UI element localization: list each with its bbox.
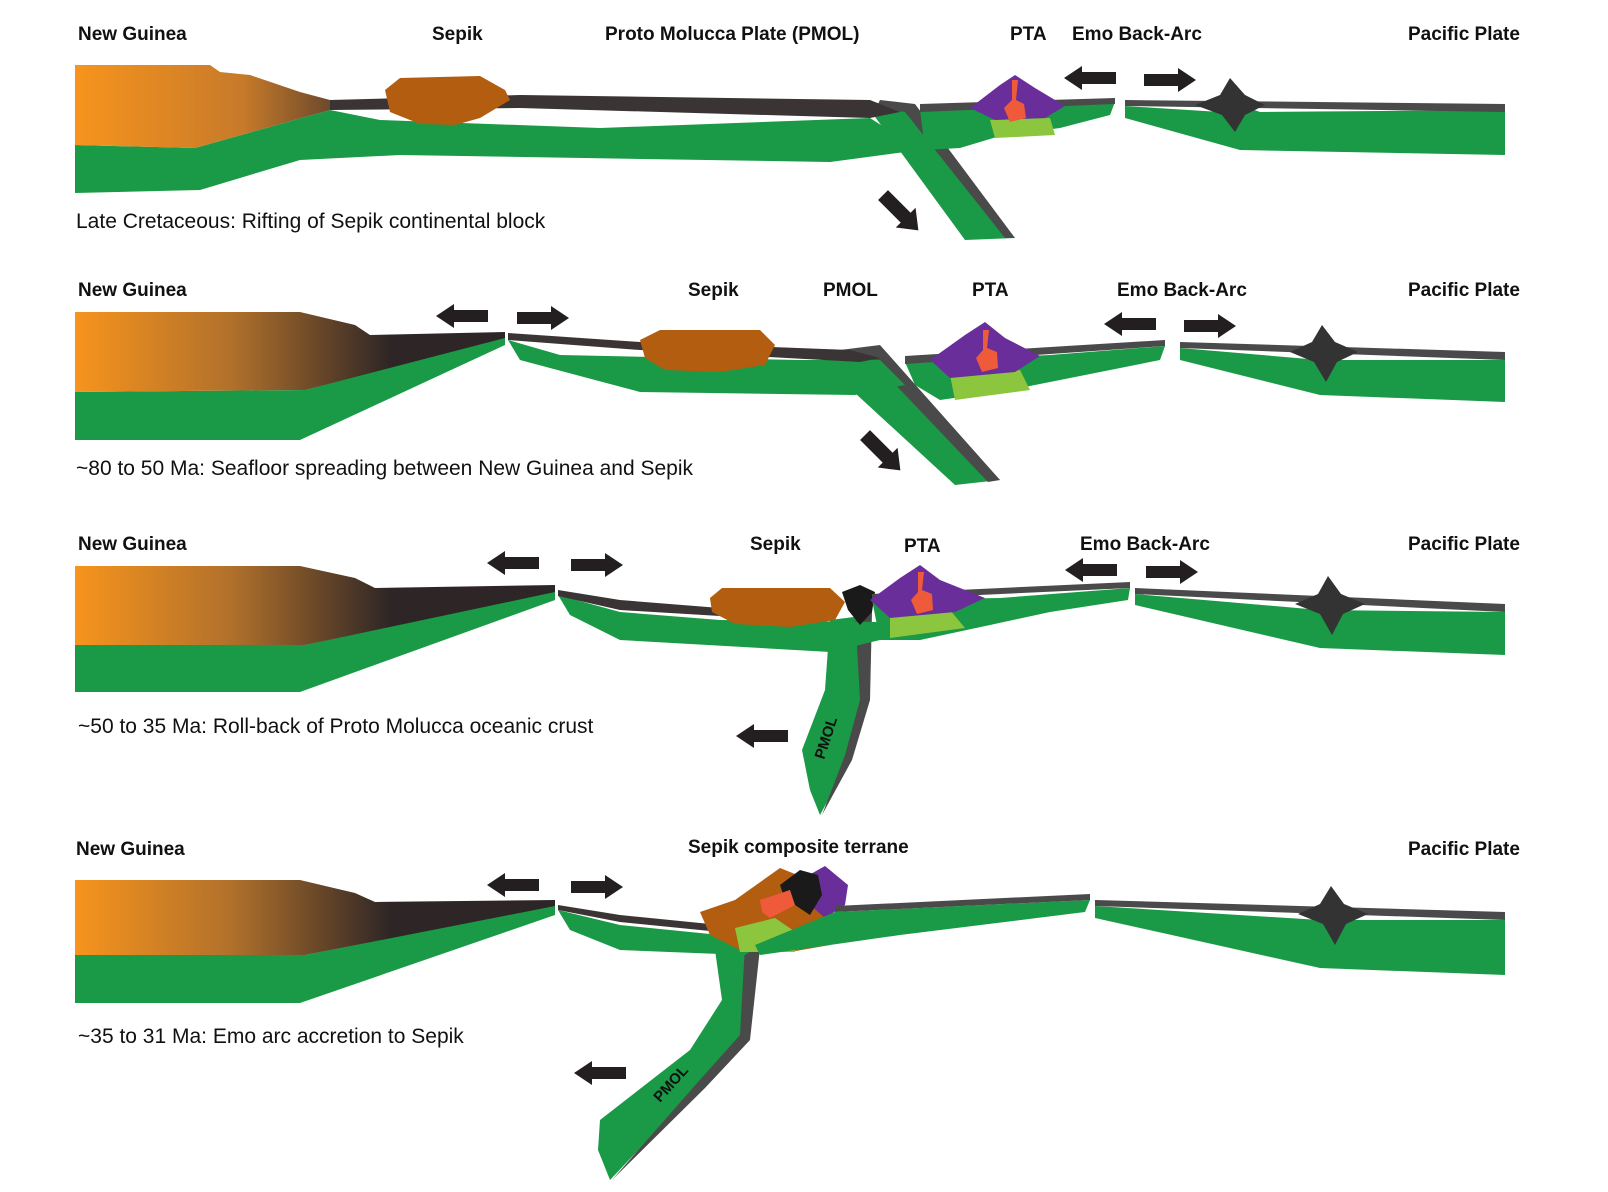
spreading-arrow-right: [517, 306, 569, 330]
label-pacific-plate: Pacific Plate: [1408, 839, 1520, 860]
pacific-seamount: [1295, 576, 1365, 635]
label-pmol: Proto Molucca Plate (PMOL): [605, 24, 859, 45]
spreading-arrow-left: [487, 873, 539, 897]
pta-arc-root: [990, 118, 1055, 138]
caption-panel-2: ~80 to 50 Ma: Seafloor spreading between…: [76, 457, 693, 480]
label-pmol: PMOL: [823, 280, 878, 301]
backarc-arrow-right: [1146, 560, 1198, 584]
panel-roll-back: PMOL New Guinea Sepik PTA Emo Back-Arc P…: [75, 534, 1520, 815]
spreading-arrow-right: [1144, 68, 1196, 92]
pacific-seamount: [1290, 325, 1358, 382]
pta-arc-root: [890, 610, 965, 638]
rollback-arrow: [736, 724, 788, 748]
slab-sediment: [612, 945, 760, 1180]
ophiolite-wedge: [842, 585, 875, 625]
label-sepik: Sepik: [688, 280, 739, 301]
pacific-plate: [1180, 348, 1505, 402]
label-pacific-plate: Pacific Plate: [1408, 534, 1520, 555]
label-pacific-plate: Pacific Plate: [1408, 280, 1520, 301]
label-sepik: Sepik: [750, 534, 801, 555]
label-pta: PTA: [904, 536, 941, 557]
oceanic-crust-sepik-side: [558, 595, 880, 652]
subduction-arrow: [878, 190, 919, 231]
label-pacific-plate: Pacific Plate: [1408, 24, 1520, 45]
pacific-plate: [1135, 594, 1505, 655]
sepik-continental-block: [710, 588, 845, 627]
new-guinea-continent: [75, 880, 555, 955]
pta-magma: [976, 330, 998, 372]
caption-panel-1: Late Cretaceous: Rifting of Sepik contin…: [76, 210, 546, 233]
oceanic-crust-left: [75, 335, 505, 440]
panel-emo-accretion: PMOL New Guinea Sepik composite terrane …: [75, 837, 1520, 1180]
label-new-guinea: New Guinea: [78, 280, 187, 301]
pta-volcano: [970, 75, 1065, 120]
label-new-guinea: New Guinea: [78, 24, 187, 45]
pmol-dipping-slab: [598, 948, 755, 1180]
label-sepik-composite-terrane: Sepik composite terrane: [688, 837, 909, 858]
label-pta: PTA: [972, 280, 1009, 301]
label-new-guinea: New Guinea: [76, 839, 185, 860]
sediment-layer: [558, 590, 720, 616]
oceanic-crust-sepik-side: [558, 910, 760, 955]
pacific-plate: [1125, 105, 1505, 155]
label-pta: PTA: [1010, 24, 1047, 45]
new-guinea-continent: [75, 312, 505, 392]
pmol-rolled-back-slab: [802, 615, 870, 815]
sepik-composite-ophiolite: [780, 870, 822, 915]
slab-sediment: [840, 345, 1000, 482]
oceanic-crust-left: [75, 590, 555, 692]
spreading-arrow-right: [571, 875, 623, 899]
sepik-composite-magma: [760, 890, 795, 918]
pacific-seamount: [1195, 78, 1265, 132]
pacific-seamount: [1298, 886, 1368, 945]
label-emo-back-arc: Emo Back-Arc: [1072, 24, 1202, 45]
new-guinea-continent: [75, 566, 555, 645]
spreading-arrow-left: [487, 551, 539, 575]
pacific-plate: [1095, 906, 1505, 975]
label-emo-back-arc: Emo Back-Arc: [1117, 280, 1247, 301]
pta-arc-root: [950, 370, 1030, 400]
sepik-continental-block: [640, 330, 775, 372]
sepik-continental-block: [385, 76, 510, 125]
spreading-arrow-right: [571, 553, 623, 577]
caption-panel-3: ~50 to 35 Ma: Roll-back of Proto Molucca…: [78, 715, 593, 738]
emo-pacific-plate: [755, 900, 1090, 955]
panel-seafloor-spreading: New Guinea Sepik PMOL PTA Emo Back-Arc P…: [75, 280, 1520, 485]
sediment-layer: [558, 905, 720, 932]
subduction-arrow: [860, 430, 901, 471]
label-new-guinea: New Guinea: [78, 534, 187, 555]
label-sepik: Sepik: [432, 24, 483, 45]
backarc-arrow-left: [1104, 312, 1156, 336]
pta-magma: [1004, 80, 1026, 122]
panel-late-cretaceous: New Guinea Sepik Proto Molucca Plate (PM…: [75, 24, 1520, 240]
slab-sediment: [822, 610, 872, 815]
spreading-arrow-left: [436, 304, 488, 328]
label-emo-back-arc: Emo Back-Arc: [1080, 534, 1210, 555]
new-guinea-continent: [75, 65, 330, 148]
slab-sediment: [875, 100, 1015, 238]
pta-magma: [911, 572, 933, 614]
spreading-arrow-left: [1064, 66, 1116, 90]
caption-panel-4: ~35 to 31 Ma: Emo arc accretion to Sepik: [78, 1025, 464, 1048]
backarc-arrow-right: [1184, 314, 1236, 338]
rollback-arrow: [574, 1061, 626, 1085]
backarc-arrow-left: [1065, 558, 1117, 582]
oceanic-crust-left: [75, 110, 920, 193]
emo-sediment: [835, 894, 1090, 912]
pta-volcano: [870, 565, 985, 618]
pacific-sediment: [1095, 900, 1505, 920]
